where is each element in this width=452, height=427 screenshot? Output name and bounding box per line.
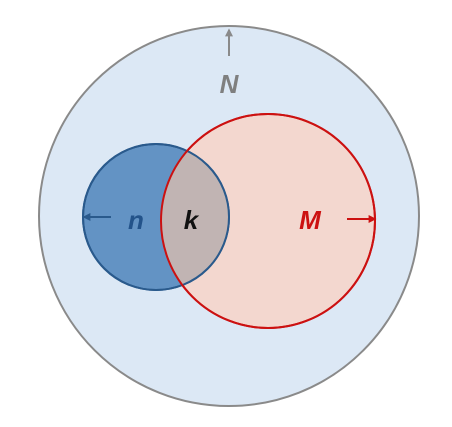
population-label: N xyxy=(220,69,240,99)
sample-label: n xyxy=(128,205,144,235)
overlap-label: k xyxy=(184,205,200,235)
successes-label: M xyxy=(299,205,322,235)
